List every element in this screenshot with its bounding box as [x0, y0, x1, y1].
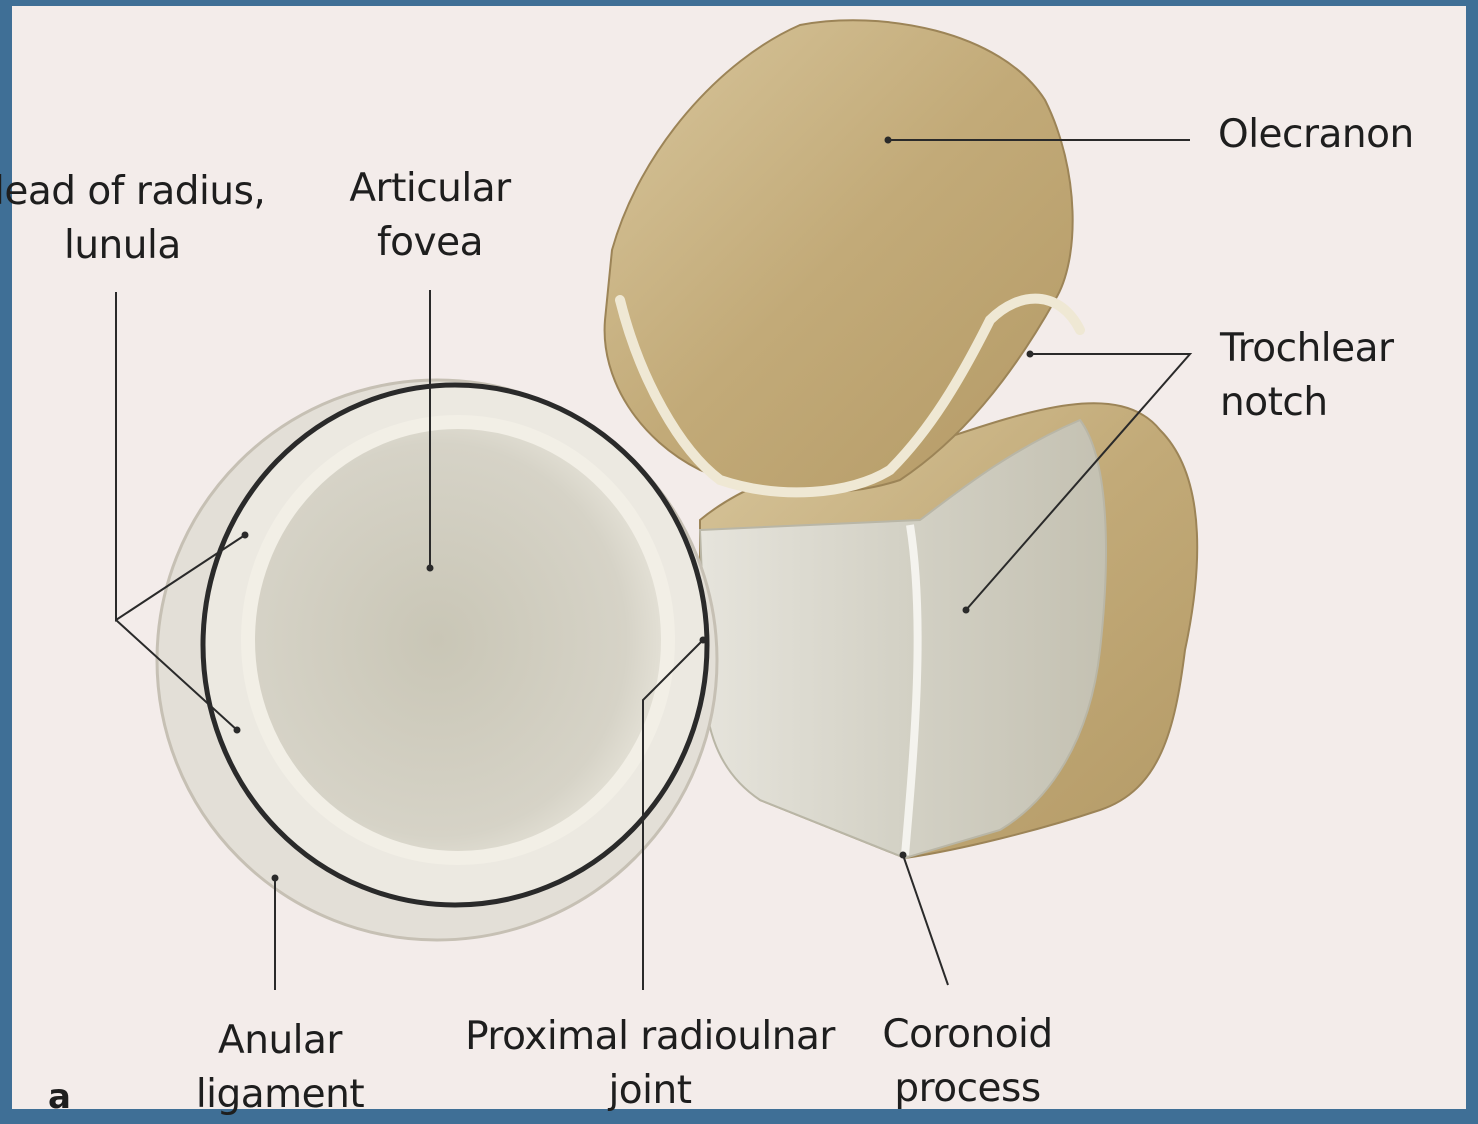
leader-coronoid-process [903, 855, 948, 985]
label-articular-fovea-line2: fovea [330, 216, 530, 270]
label-anular-ligament-line1: Anular [180, 1014, 380, 1068]
label-trochlear-notch-line1: Trochlear [1220, 322, 1394, 376]
label-anular-ligament-line2: ligament [180, 1068, 380, 1122]
label-head-of-radius-line1: lead of radius, [0, 165, 270, 219]
label-proximal-radioulnar-joint-line2: joint [460, 1064, 840, 1118]
articular-fovea-shape [248, 422, 668, 858]
label-head-of-radius: lead of radius, lunula [0, 165, 270, 273]
figure-panel-letter: a [48, 1070, 70, 1124]
label-proximal-radioulnar-joint-line1: Proximal radioulnar [460, 1010, 840, 1064]
label-olecranon: Olecranon [1218, 108, 1414, 162]
label-trochlear-notch-line2: notch [1220, 376, 1394, 430]
label-articular-fovea: Articular fovea [330, 162, 530, 270]
label-anular-ligament: Anular ligament [180, 1014, 380, 1122]
label-coronoid-process: Coronoid process [860, 1008, 1075, 1116]
label-olecranon-line1: Olecranon [1218, 108, 1414, 162]
label-proximal-radioulnar-joint: Proximal radioulnar joint [460, 1010, 840, 1118]
label-head-of-radius-line2: lunula [0, 219, 270, 273]
label-coronoid-process-line2: process [860, 1062, 1075, 1116]
label-trochlear-notch: Trochlear notch [1220, 322, 1394, 430]
label-articular-fovea-line1: Articular [330, 162, 530, 216]
label-coronoid-process-line1: Coronoid [860, 1008, 1075, 1062]
